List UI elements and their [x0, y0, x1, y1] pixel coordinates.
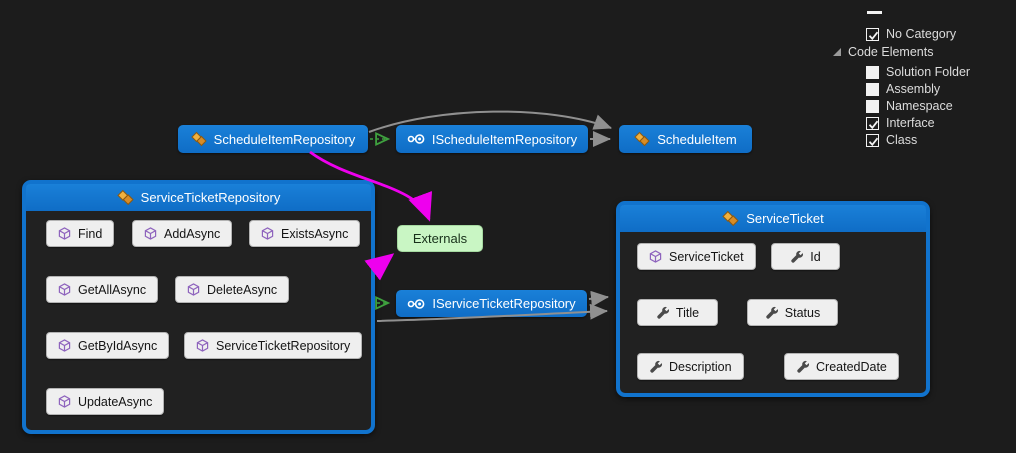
node-label: ScheduleItem	[657, 131, 737, 147]
interface-icon	[407, 134, 425, 144]
class-icon	[722, 211, 739, 226]
checkbox-unchecked-icon[interactable]	[866, 82, 879, 96]
member-description[interactable]: Description	[637, 353, 744, 380]
property-icon	[766, 306, 778, 319]
legend-item-class[interactable]: Class	[866, 132, 917, 148]
node-label: Externals	[412, 231, 468, 246]
legend-label: Code Elements	[848, 45, 934, 59]
legend-item-code-elements[interactable]: Code Elements	[833, 44, 933, 60]
member-update-async[interactable]: UpdateAsync	[46, 388, 165, 415]
member-label: Find	[78, 226, 103, 241]
member-delete-async[interactable]: DeleteAsync	[175, 276, 290, 303]
group-title: ServiceTicket	[746, 211, 824, 226]
member-label: Description	[669, 359, 732, 374]
member-status[interactable]: Status	[747, 299, 838, 326]
method-icon	[261, 227, 274, 240]
edge-serviceticketrepository-externals[interactable]	[364, 253, 395, 281]
legend-item-solution-folder[interactable]: Solution Folder	[866, 64, 970, 80]
method-icon	[58, 283, 71, 296]
member-get-all-async[interactable]: GetAllAsync	[46, 276, 159, 303]
member-label: AddAsync	[164, 226, 221, 241]
member-label: UpdateAsync	[78, 394, 153, 409]
group-header[interactable]: ServiceTicket	[620, 205, 926, 232]
group-title: ServiceTicketRepository	[140, 190, 281, 205]
method-icon	[58, 339, 71, 352]
legend-cropped-item	[867, 11, 882, 14]
member-label: GetAllAsync	[78, 282, 147, 297]
member-label: Id	[810, 249, 821, 264]
group-service-ticket-repository[interactable]: ServiceTicketRepository Find AddAsync Ex…	[22, 180, 375, 434]
node-label: ScheduleItemRepository	[213, 131, 356, 147]
node-i-service-ticket-repository[interactable]: IServiceTicketRepository	[396, 290, 587, 317]
node-i-schedule-item-repository[interactable]: IScheduleItemRepository	[396, 125, 588, 153]
method-icon	[196, 339, 209, 352]
method-icon	[58, 227, 71, 240]
expander-icon[interactable]	[833, 48, 841, 56]
member-label: Title	[675, 305, 700, 320]
legend-item-no-category[interactable]: No Category	[866, 26, 956, 42]
member-label: Status	[784, 305, 821, 320]
class-icon	[634, 132, 650, 146]
node-label: IServiceTicketRepository	[432, 296, 576, 311]
checkbox-unchecked-icon[interactable]	[866, 65, 879, 79]
method-icon	[58, 395, 71, 408]
member-exists-async[interactable]: ExistsAsync	[249, 220, 361, 247]
property-icon	[797, 360, 809, 373]
member-find[interactable]: Find	[46, 220, 115, 247]
interface-icon	[408, 298, 425, 309]
method-icon	[187, 283, 200, 296]
checkbox-checked-icon[interactable]	[866, 27, 879, 41]
member-get-by-id-async[interactable]: GetByIdAsync	[46, 332, 170, 359]
node-label: IScheduleItemRepository	[431, 131, 578, 147]
node-schedule-item-repository[interactable]: ScheduleItemRepository	[178, 125, 368, 153]
member-title[interactable]: Title	[637, 299, 718, 326]
edge-scheduleitemrepository-externals[interactable]	[309, 150, 432, 222]
legend-label: Namespace	[886, 99, 953, 113]
method-icon	[649, 250, 662, 263]
member-label: GetByIdAsync	[78, 338, 158, 353]
member-label: ServiceTicket	[669, 249, 744, 264]
legend-label: No Category	[886, 27, 957, 41]
member-label: ExistsAsync	[281, 226, 349, 241]
group-service-ticket[interactable]: ServiceTicket ServiceTicket Id Title Sta…	[616, 201, 930, 397]
legend-label: Interface	[886, 116, 935, 130]
group-header[interactable]: ServiceTicketRepository	[26, 184, 371, 211]
property-icon	[650, 360, 662, 373]
member-created-date[interactable]: CreatedDate	[784, 353, 899, 380]
member-label: ServiceTicketRepository	[216, 338, 351, 353]
legend-item-interface[interactable]: Interface	[866, 115, 935, 131]
edge-scheduleitemrepository-scheduleitem[interactable]	[368, 110, 612, 133]
class-icon	[117, 190, 134, 205]
member-service-ticket-repository-ctor[interactable]: ServiceTicketRepository	[184, 332, 363, 359]
legend-label: Solution Folder	[886, 65, 971, 79]
member-label: CreatedDate	[816, 359, 887, 374]
checkbox-unchecked-icon[interactable]	[866, 99, 879, 113]
member-id[interactable]: Id	[771, 243, 840, 270]
edge-serviceticketrepository-serviceticket[interactable]	[376, 303, 608, 322]
node-externals[interactable]: Externals	[397, 225, 483, 252]
legend-item-assembly[interactable]: Assembly	[866, 81, 940, 97]
property-icon	[791, 250, 804, 263]
member-service-ticket-ctor[interactable]: ServiceTicket	[637, 243, 756, 270]
checkbox-checked-icon[interactable]	[866, 116, 879, 130]
member-add-async[interactable]: AddAsync	[132, 220, 233, 247]
legend-label: Assembly	[886, 82, 941, 96]
checkbox-checked-icon[interactable]	[866, 133, 879, 147]
method-icon	[144, 227, 157, 240]
legend-label: Class	[886, 133, 918, 147]
class-icon	[191, 132, 207, 146]
node-schedule-item[interactable]: ScheduleItem	[619, 125, 752, 153]
property-icon	[657, 306, 669, 319]
edge-iserviceticketrepository-serviceticket[interactable]	[588, 290, 609, 307]
legend-item-namespace[interactable]: Namespace	[866, 98, 953, 114]
member-label: DeleteAsync	[207, 282, 278, 297]
